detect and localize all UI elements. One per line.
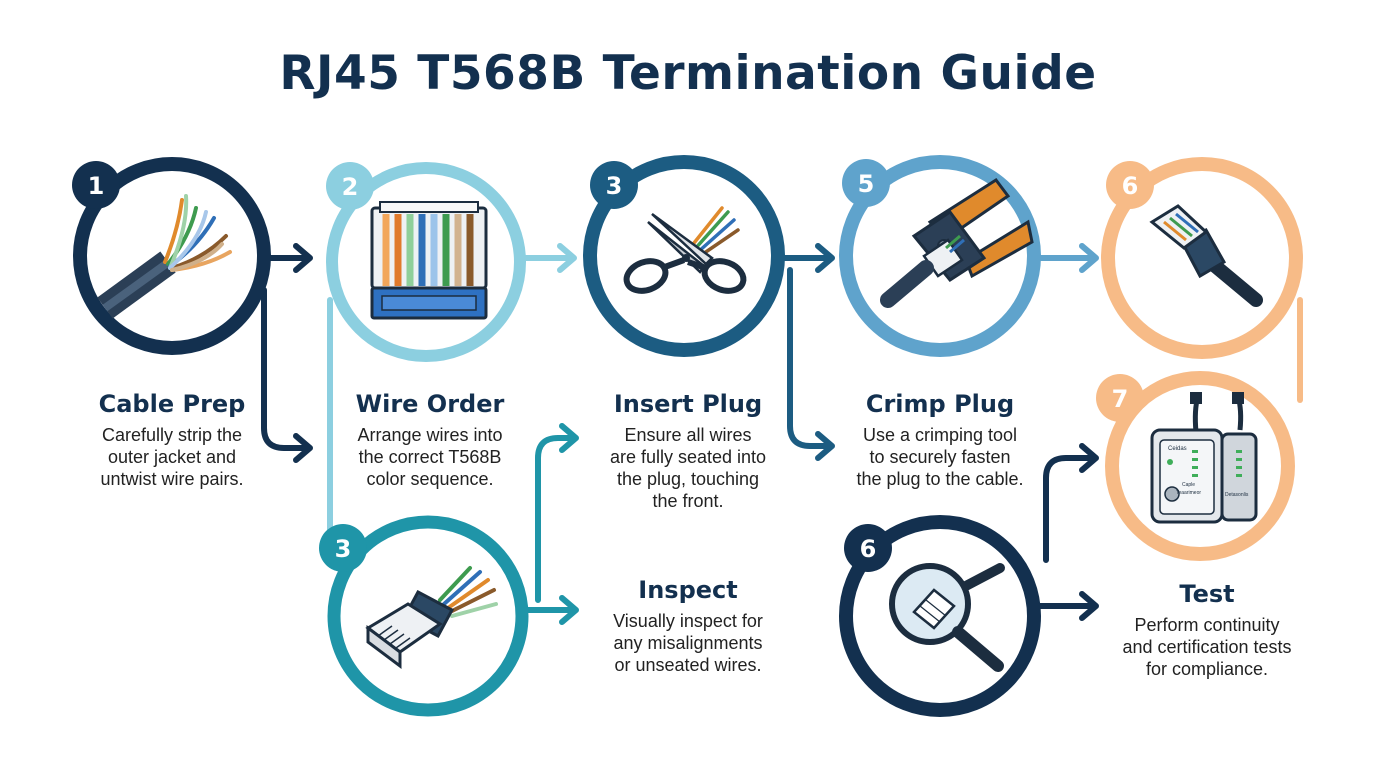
step-5-heading: Crimp Plug [865,390,1015,418]
step-2-description: Arrange wires into the correct T568B col… [330,424,530,490]
desc-line: the front. [652,491,724,511]
step-3-heading: Insert Plug [613,390,763,418]
tester-left-label: Ceidas [1168,446,1187,452]
terminated-plug-icon [1149,204,1263,307]
crimping-tool-icon [880,177,1034,308]
step-3-badge [590,161,638,209]
desc-line: untwist wire pairs. [100,469,244,489]
step-5-number: 5 [858,170,875,198]
step-3-number: 3 [606,172,623,200]
desc-line: Carefully strip the [101,425,243,445]
desc-line: outer jacket and [107,447,237,467]
step-7-number: 7 [1112,385,1129,413]
tester-side-label: Detasonlis [1225,492,1249,498]
step-7-heading: Test [1179,580,1235,608]
desc-line: color sequence. [366,469,494,489]
desc-line: to securely fasten [869,447,1011,467]
step-2-node: 2 [326,162,526,362]
step-1-heading: Cable Prep [98,390,246,418]
step-2-heading: Wire Order [355,390,505,418]
tester-right-top-label: Caple [1182,482,1195,488]
desc-line: Ensure all wires [624,425,752,445]
desc-line: and certification tests [1122,637,1292,657]
step-1-node: 1 [72,157,271,355]
desc-line: or unseated wires. [614,655,762,675]
step-5-text: Crimp Plug Use a crimping tool to secure… [835,390,1045,490]
tester-right-bottom-label: Teaarimeor [1176,490,1201,496]
desc-line: any misalignments [613,633,763,653]
step-1-text: Cable Prep Carefully strip the outer jac… [72,390,272,490]
cable-tester-icon: Ceidas Caple Teaarimeor Detasonlis [1150,392,1258,524]
step-3-text: Insert Plug Ensure all wires are fully s… [578,390,798,512]
step-6-badge [1106,161,1154,209]
desc-line: Visually inspect for [613,611,763,631]
step-3b-number: 3 [335,535,352,563]
step-1-number: 1 [88,172,105,200]
step-6-node: 6 [1101,157,1303,359]
step-3-node: 3 [583,155,785,357]
step-2-text: Wire Order Arrange wires into the correc… [330,390,530,490]
inspect-heading: Inspect [638,576,738,604]
step-7-node: Ceidas Caple Teaarimeor Detasonlis 7 [1096,371,1295,561]
desc-line: Perform continuity [1134,615,1280,635]
desc-line: Use a crimping tool [862,425,1018,445]
wire-order-plug-icon [370,201,488,320]
step-7-text: Test Perform continuity and certificatio… [1102,580,1312,680]
scissors-icon [623,206,747,294]
desc-line: the plug to the cable. [856,469,1024,489]
step-5-description: Use a crimping tool to securely fasten t… [835,424,1045,490]
desc-line: are fully seated into [609,447,767,467]
step-3b-badge [319,524,367,572]
step-5-node: 5 [839,155,1041,357]
stripped-cable-icon [97,194,232,319]
connector-lines [259,243,1303,625]
step-6b-number: 6 [860,535,877,563]
step-7-badge [1096,374,1144,422]
step-1-description: Carefully strip the outer jacket and unt… [72,424,272,490]
page-title: RJ45 T568B Termination Guide [279,46,1097,101]
step-3b-node: 3 [319,515,529,717]
desc-line: the correct T568B [358,447,502,467]
step-6b-node: 6 [839,515,1041,717]
step-2-badge [326,162,374,210]
step-7-description: Perform continuity and certification tes… [1102,614,1312,680]
desc-line: for compliance. [1145,659,1269,679]
step-6b-badge [844,524,892,572]
inspect-description: Visually inspect for any misalignments o… [588,610,788,676]
step-5-badge [842,159,890,207]
magnifier-icon [889,563,1005,672]
inspect-text: Inspect Visually inspect for any misalig… [588,576,788,676]
step-1-badge [72,161,120,209]
rj45-plug-icon [365,566,498,669]
step-3-description: Ensure all wires are fully seated into t… [578,424,798,512]
step-2-number: 2 [342,173,359,201]
desc-line: the plug, touching [616,469,760,489]
step-6-number: 6 [1122,172,1139,200]
desc-line: Arrange wires into [357,425,503,445]
